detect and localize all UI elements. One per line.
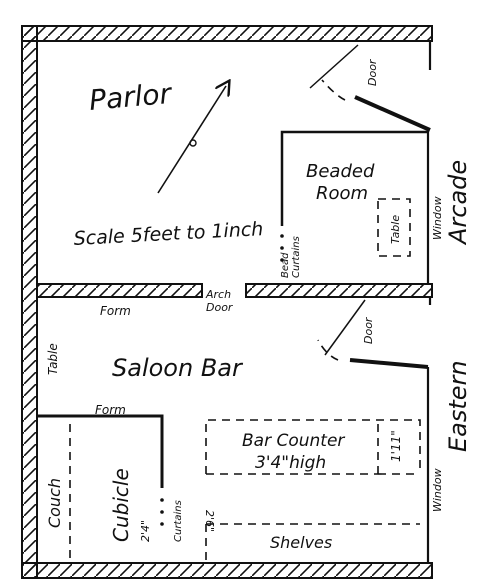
cubicle-label: Cubicle [109, 468, 133, 542]
left-table-label: Table [46, 343, 60, 375]
saloon-bar-label: Saloon Bar [112, 354, 244, 382]
door-bottom [317, 299, 429, 369]
cubicle-curtains-label-2: Curtains [173, 500, 184, 542]
cubicle-walls [37, 414, 164, 488]
arch-door-label-1: Arch [205, 288, 231, 301]
left-wall [21, 25, 38, 579]
arcade-label: Arcade [444, 160, 472, 246]
bead-curtains-label-1: Bead [280, 252, 291, 278]
door-top [309, 44, 431, 132]
bar-counter-label: Bar Counter [242, 431, 345, 451]
bead-curtain-dots [280, 234, 284, 262]
gap-width-label: 2'6" [203, 510, 216, 532]
bar-height-label: 3'4"high [255, 453, 326, 473]
partition-wall-right [245, 283, 433, 298]
door-bottom-label: Door [362, 316, 375, 344]
bead-curtains-label-2: Curtains [291, 236, 302, 278]
bar-counter [205, 419, 421, 475]
beaded-room-label-line2: Room [316, 183, 368, 204]
eastern-label: Eastern [444, 360, 472, 452]
beaded-room-walls [280, 130, 428, 226]
beaded-room-table [377, 198, 411, 257]
beaded-room-label-line1: Beaded [306, 161, 375, 182]
scale-note: Scale 5feet to 1inch [73, 218, 264, 250]
form-lower-label: Form [95, 403, 126, 417]
parlor-label: Parlor [88, 77, 174, 117]
cubicle-curtains-label-1: 2'4" [139, 520, 152, 542]
shelves-label: Shelves [270, 533, 332, 552]
shelves [205, 523, 420, 560]
arch-door-label-2: Door [206, 301, 234, 314]
beaded-table-label: Table [389, 215, 402, 244]
form-upper-label: Form [100, 304, 131, 318]
north-arrow-icon [157, 86, 226, 194]
cubicle-curtain-dots [160, 498, 164, 526]
top-wall [21, 25, 433, 42]
bottom-wall [21, 562, 433, 579]
door-top-label: Door [366, 58, 379, 86]
couch-label: Couch [45, 478, 64, 528]
bar-depth-label: 1'11" [389, 430, 403, 462]
window-bottom-label: Window [431, 468, 444, 512]
window-top-label: Window [431, 196, 444, 240]
partition-wall-left [36, 283, 203, 298]
